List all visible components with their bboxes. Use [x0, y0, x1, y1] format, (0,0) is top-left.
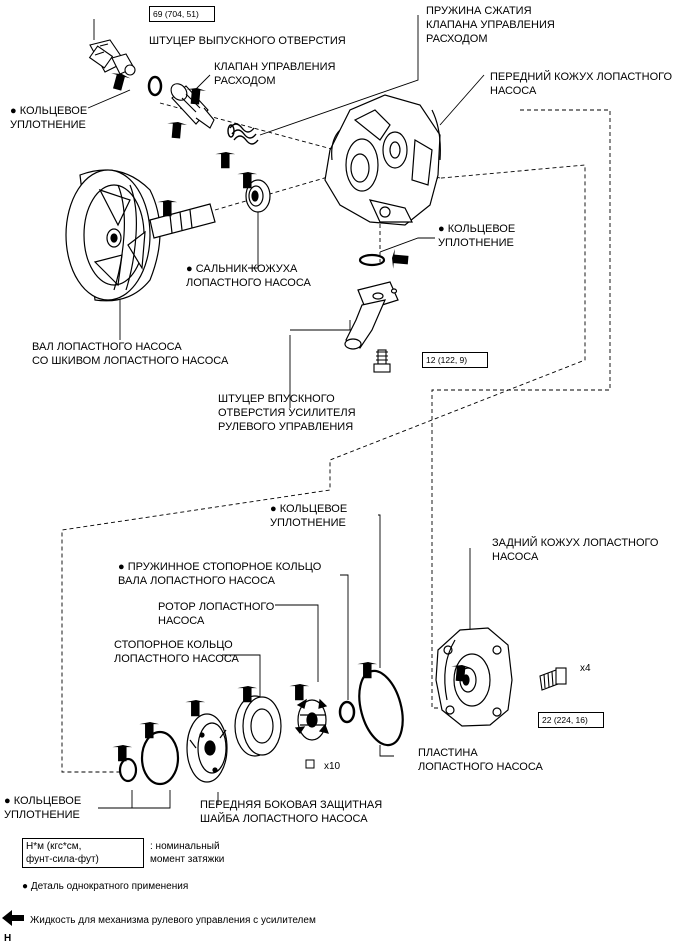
label-oring-bottom: ● КОЛЬЦЕВОЕ УПЛОТНЕНИЕ [4, 795, 82, 821]
legend-torque-box: Н*м (кгс*см, фунт-сила-фут) [22, 838, 144, 868]
leader-lines [87, 15, 485, 809]
label-inlet-union: ШТУЦЕР ВПУСКНОГО ОТВЕРСТИЯ УСИЛИТЕЛЯ РУЛ… [218, 393, 356, 433]
qty-bolts: x4 [580, 663, 591, 674]
label-flow-valve: КЛАПАН УПРАВЛЕНИЯ РАСХОДОМ [214, 61, 336, 87]
torque-box-inlet-bolt: 12 (122, 9) [422, 352, 488, 368]
oring-large-bottom-part [140, 730, 180, 786]
legend-non-reusable: ● Деталь однократного применения [22, 881, 189, 892]
cam-ring-part [234, 695, 282, 757]
label-outlet-union: ШТУЦЕР ВЫПУСКНОГО ОТВЕРСТИЯ [149, 35, 346, 47]
torque-box-rear-bolt: 22 (224, 16) [538, 712, 604, 728]
oring-right-part [358, 253, 386, 267]
outlet-union-part [88, 39, 136, 76]
corner-mark: H [4, 933, 12, 944]
label-vane-plate: ПЛАСТИНА ЛОПАСТНОГО НАСОСА [418, 747, 543, 773]
inlet-union-part [344, 281, 399, 350]
label-side-plate: ПЕРЕДНЯЯ БОКОВАЯ ЗАЩИТНАЯ ШАЙБА ЛОПАСТНО… [200, 799, 383, 825]
oring-top-part [147, 75, 163, 97]
shaft-snap-ring-part [338, 700, 356, 724]
inlet-bolt-part [373, 349, 391, 373]
label-cam-ring: СТОПОРНОЕ КОЛЬЦО ЛОПАСТНОГО НАСОСА [114, 639, 239, 665]
oring-small-bottom-part [118, 757, 138, 783]
label-oil-seal: ● САЛЬНИК КОЖУХА ЛОПАСТНОГО НАСОСА [186, 263, 311, 289]
oring-mid-part [358, 669, 404, 747]
label-oring-right: ● КОЛЬЦЕВОЕ УПЛОТНЕНИЕ [438, 223, 516, 249]
rear-housing-part [435, 627, 513, 727]
label-snap-ring-shaft: ● ПРУЖИННОЕ СТОПОРНОЕ КОЛЬЦО ВАЛА ЛОПАСТ… [118, 561, 322, 587]
label-oring-top: ● КОЛЬЦЕВОЕ УПЛОТНЕНИЕ [10, 105, 88, 131]
vane-plate-part [305, 759, 315, 769]
front-housing-part [324, 94, 441, 226]
rear-bolt-part [539, 667, 567, 691]
flow-control-valve-part [170, 83, 215, 129]
spring-part [227, 123, 259, 145]
label-shaft-pulley: ВАЛ ЛОПАСТНОГО НАСОСА СО ШКИВОМ ЛОПАСТНО… [32, 341, 229, 367]
label-spring: ПРУЖИНА СЖАТИЯ КЛАПАНА УПРАВЛЕНИЯ РАСХОД… [426, 5, 555, 45]
qty-vanes: x10 [324, 761, 341, 772]
legend-fluid-arrow-icon [2, 910, 24, 926]
pulley-shaft-part [65, 169, 216, 302]
side-plate-part [186, 713, 228, 783]
legend-fluid: Жидкость для механизма рулевого управлен… [30, 915, 316, 926]
torque-box-outlet: 69 (704, 51) [149, 6, 215, 22]
label-front-housing: ПЕРЕДНИЙ КОЖУХ ЛОПАСТНОГО НАСОСА [490, 71, 673, 97]
oil-seal-part [245, 179, 271, 213]
legend-torque-desc: : номинальный момент затяжки [150, 841, 225, 865]
label-rotor: РОТОР ЛОПАСТНОГО НАСОСА [158, 601, 275, 627]
label-rear-housing: ЗАДНИЙ КОЖУХ ЛОПАСТНОГО НАСОСА [492, 537, 659, 563]
rotor-part [294, 698, 329, 741]
label-oring-mid: ● КОЛЬЦЕВОЕ УПЛОТНЕНИЕ [270, 503, 348, 529]
